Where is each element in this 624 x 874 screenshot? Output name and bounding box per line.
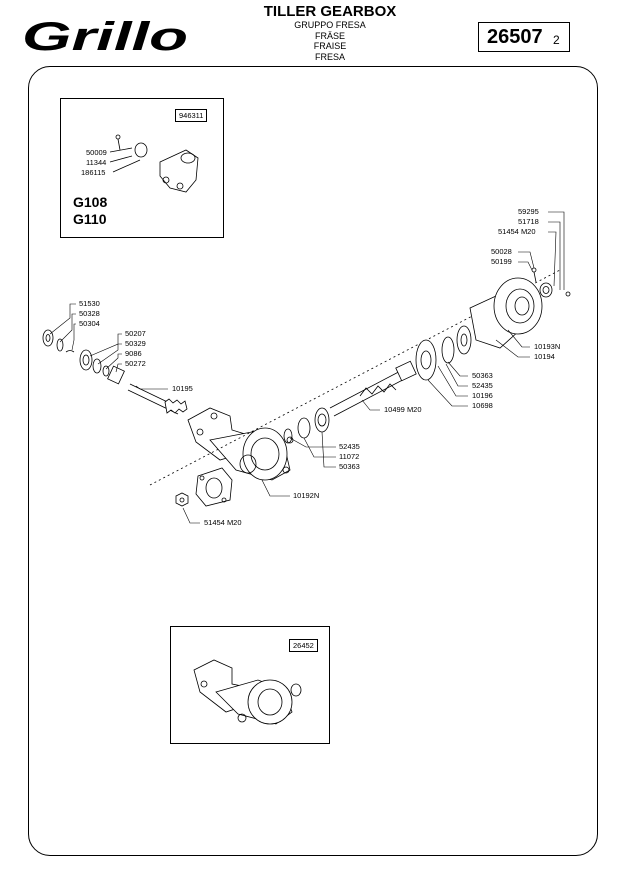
label-10193n: 10193N <box>534 342 561 351</box>
inset-top-gearbox <box>109 134 199 193</box>
drawing-frame <box>28 66 598 856</box>
inset-bottom-ref: 26452 <box>289 639 318 652</box>
label-50304: 50304 <box>79 319 100 328</box>
label-10698: 10698 <box>472 401 493 410</box>
main-shaft-group <box>283 325 472 444</box>
document-number: 26507 <box>487 26 543 48</box>
leader-lines <box>49 211 565 524</box>
title-block: TILLER GEARBOX GRUPPO FRESA FRÄSE FRAISE… <box>230 4 430 62</box>
subtitle-it: GRUPPO FRESA <box>294 20 366 30</box>
gearbox-cover <box>469 267 571 349</box>
label-59295: 59295 <box>518 207 539 216</box>
label-50028: 50028 <box>491 247 512 256</box>
label-9086: 9086 <box>125 349 142 358</box>
label-52435-right: 52435 <box>472 381 493 390</box>
pinion-shaft-group <box>42 329 188 415</box>
page-title: TILLER GEARBOX <box>263 3 397 20</box>
label-186115: 186115 <box>81 168 106 177</box>
gearbox-housing <box>187 407 294 481</box>
label-10499-m20: 10499 M20 <box>384 405 422 414</box>
subtitle-fr: FRAISE <box>313 41 347 51</box>
label-10196: 10196 <box>472 391 493 400</box>
model-list: G108 G110 <box>73 194 107 228</box>
label-52435-left: 52435 <box>339 442 360 451</box>
label-11344: 11344 <box>86 158 107 167</box>
label-51530: 51530 <box>79 299 100 308</box>
label-50207: 50207 <box>125 329 146 338</box>
label-50328: 50328 <box>79 309 100 318</box>
subtitle-es: FRESA <box>314 51 345 62</box>
model-g110: G110 <box>73 211 107 227</box>
label-50272: 50272 <box>125 359 146 368</box>
label-50363-right: 50363 <box>472 371 493 380</box>
grillo-logo: Grillo <box>22 15 188 58</box>
label-51454-m20-top: 51454 M20 <box>498 227 536 236</box>
label-50009: 50009 <box>86 148 107 157</box>
inset-bottom-gearbox <box>193 659 302 725</box>
svg-text:Grillo: Grillo <box>22 15 188 58</box>
label-11072: 11072 <box>339 452 360 461</box>
model-g108: G108 <box>73 194 108 210</box>
inset-top-ref: 946311 <box>175 109 208 122</box>
label-10194: 10194 <box>534 352 555 361</box>
lower-flange <box>175 467 233 507</box>
label-10195: 10195 <box>172 384 193 393</box>
label-50363-left: 50363 <box>339 462 360 471</box>
subtitle-de: FRÄSE <box>314 30 345 41</box>
label-10192n: 10192N <box>293 491 320 500</box>
label-51718: 51718 <box>518 217 539 226</box>
page-number: 2 <box>553 33 560 47</box>
label-50199: 50199 <box>491 257 512 266</box>
label-51454-m20-bottom: 51454 M20 <box>204 518 242 527</box>
document-number-box: 26507 2 <box>478 22 570 52</box>
label-50329: 50329 <box>125 339 146 348</box>
